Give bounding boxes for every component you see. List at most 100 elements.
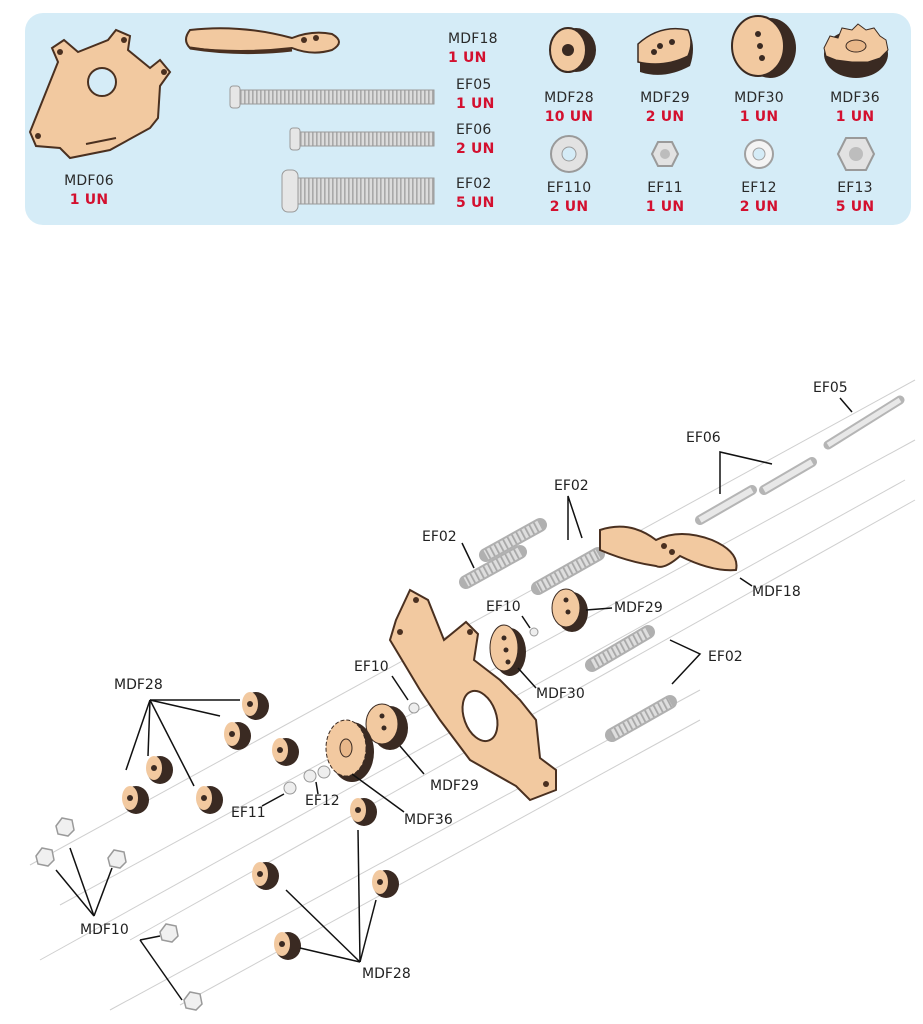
mdf29-cam-1 (551, 588, 588, 632)
diagram-label-mdf29-top: MDF29 (614, 600, 663, 616)
part-qty: 2 UN (549, 199, 589, 215)
mdf28-spacers (122, 692, 399, 960)
ef12-washer-image (744, 139, 774, 169)
ef02-screw-5 (605, 695, 677, 742)
diagram-label-ef02-top: EF02 (554, 478, 589, 494)
part-label-mdf06: MDF06 1 UN (56, 172, 122, 210)
part-label-ef12: EF12 2 UN (724, 179, 794, 217)
mdf36-gear-image (823, 23, 889, 78)
leader-lines (55, 397, 853, 1001)
mdf28-spacer-image (549, 27, 596, 73)
part-name: MDF30 (734, 90, 784, 106)
diagram-label-mdf28-bottom: MDF28 (362, 966, 411, 982)
part-name: MDF18 (448, 31, 498, 47)
part-name: EF12 (741, 180, 777, 196)
ef02-screw-1 (479, 518, 547, 562)
mdf10-nut (183, 991, 203, 1011)
mdf10-nuts (35, 817, 203, 1011)
mdf10-nut (55, 817, 75, 837)
diagram-label-mdf10: MDF10 (80, 922, 129, 938)
ef12-washer-2 (317, 765, 331, 779)
mdf28-spacer (224, 722, 251, 750)
mdf10-nut (35, 847, 55, 867)
diagram-label-ef06: EF06 (686, 430, 721, 446)
part-label-ef05: EF05 1 UN (456, 76, 495, 114)
part-label-mdf36: MDF36 1 UN (820, 89, 890, 127)
diagram-label-ef05: EF05 (813, 380, 848, 396)
ef10-washer-2 (408, 702, 420, 714)
ef02-screw-2 (459, 545, 527, 589)
ef12-washer-1 (303, 769, 317, 783)
mdf06-plate-image (28, 28, 172, 160)
mdf06-plate (388, 588, 557, 802)
diagram-label-ef02-right: EF02 (708, 649, 743, 665)
ef02-screw-3 (531, 547, 605, 595)
ef06-screw-1 (695, 485, 757, 525)
part-name: EF06 (456, 122, 492, 138)
mdf28-spacer (122, 786, 149, 814)
part-qty: 2 UN (645, 109, 685, 125)
diagram-label-mdf18: MDF18 (752, 584, 801, 600)
diagram-label-ef11: EF11 (231, 805, 266, 821)
part-qty: 2 UN (456, 141, 495, 157)
mdf18-propeller-image (185, 27, 340, 55)
part-label-mdf30: MDF30 1 UN (724, 89, 794, 127)
part-label-ef110: EF110 2 UN (534, 179, 604, 217)
part-qty: 10 UN (544, 109, 594, 125)
mdf30-disc-image (731, 15, 796, 78)
mdf28-spacer (372, 870, 399, 898)
part-name: EF02 (456, 176, 492, 192)
part-name: MDF36 (830, 90, 880, 106)
mdf29-cam-2 (365, 703, 408, 750)
part-label-ef11: EF11 1 UN (630, 179, 700, 217)
mdf28-spacer (272, 738, 299, 766)
diagram-label-ef10-top: EF10 (486, 599, 521, 615)
diagram-label-ef10-mid: EF10 (354, 659, 389, 675)
mdf28-spacer (252, 862, 279, 890)
part-label-ef13: EF13 5 UN (820, 179, 890, 217)
part-name: MDF06 (64, 173, 114, 189)
part-qty: 5 UN (835, 199, 875, 215)
diagram-label-mdf28-top: MDF28 (114, 677, 163, 693)
diagram-label-mdf36: MDF36 (404, 812, 453, 828)
mdf29-cam-image (637, 27, 693, 75)
mdf28-spacer (146, 756, 173, 784)
ef11-nut (283, 781, 297, 795)
mdf18-propeller (599, 525, 738, 572)
part-qty: 1 UN (835, 109, 875, 125)
ef06-screw-2 (759, 457, 817, 495)
part-name: EF11 (647, 180, 683, 196)
ef05-screw (823, 395, 905, 450)
ef13-nut-image (836, 137, 876, 171)
mdf28-spacer (350, 798, 377, 826)
part-name: MDF29 (640, 90, 690, 106)
ef05-screw-image (229, 85, 435, 109)
part-qty: 1 UN (645, 199, 685, 215)
part-qty: 1 UN (739, 109, 779, 125)
part-label-mdf18: MDF18 1 UN (448, 30, 498, 68)
parts-illustrations (28, 15, 889, 213)
part-qty: 5 UN (456, 195, 495, 211)
mdf10-nut (107, 849, 127, 869)
ef110-washer-image (550, 135, 588, 173)
part-name: MDF28 (544, 90, 594, 106)
mdf28-spacer (196, 786, 223, 814)
part-label-ef02: EF02 5 UN (456, 175, 495, 213)
part-label-ef06: EF06 2 UN (456, 121, 495, 159)
part-name: EF05 (456, 77, 492, 93)
part-qty: 1 UN (448, 50, 487, 66)
mdf28-spacer (242, 692, 269, 720)
mdf30-disc (489, 624, 526, 676)
diagram-label-ef12: EF12 (305, 793, 340, 809)
ef11-nut-image (650, 141, 680, 167)
part-label-mdf28: MDF28 10 UN (534, 89, 604, 127)
mdf28-spacer (274, 932, 301, 960)
ef02-screw-image (281, 169, 435, 213)
part-qty: 1 UN (456, 96, 495, 112)
ef10-washer-1 (529, 627, 539, 637)
part-name: EF13 (837, 180, 873, 196)
part-qty: 2 UN (739, 199, 779, 215)
diagram-label-ef02-left: EF02 (422, 529, 457, 545)
part-qty: 1 UN (69, 192, 109, 208)
